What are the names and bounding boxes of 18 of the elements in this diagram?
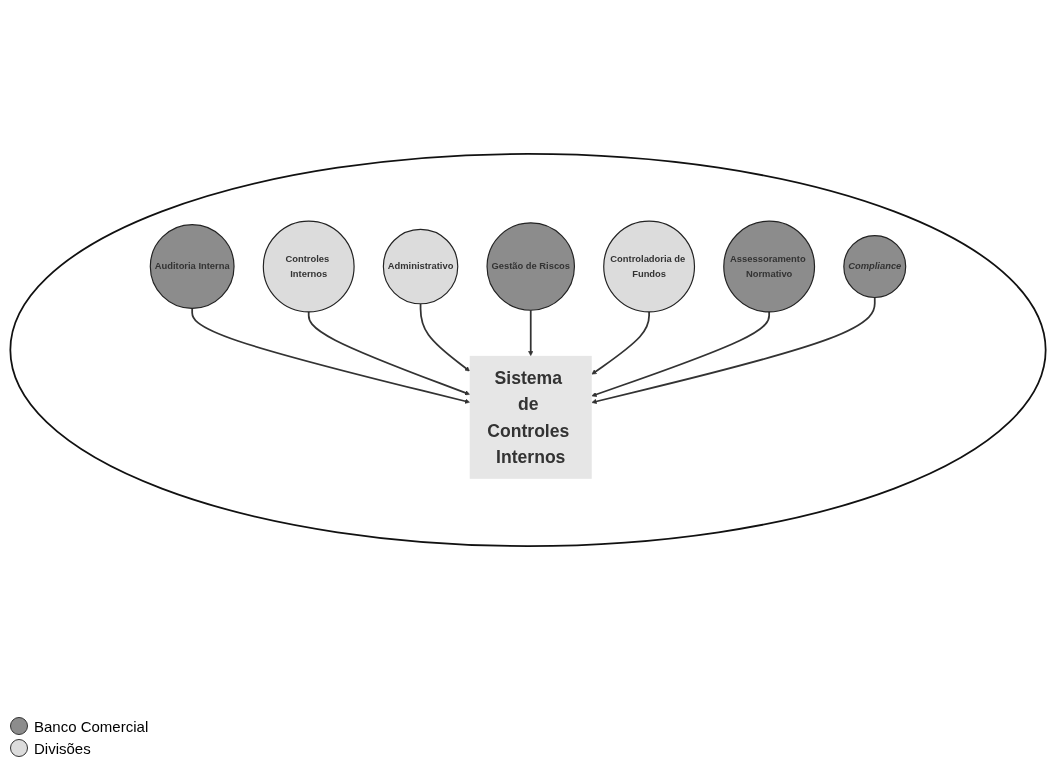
node-box: Sistema de Controles Internos xyxy=(469,355,592,479)
legend-text: Banco Comercial xyxy=(34,717,149,735)
arrow xyxy=(307,311,470,396)
node-circle: Compliance xyxy=(842,235,906,299)
node-circle: Gestão de Riscos xyxy=(485,222,575,311)
arrow xyxy=(527,309,533,357)
node-circle: Assessoramento Normativo xyxy=(722,220,815,313)
node-circle: Controladoria de Fundos xyxy=(602,220,695,313)
cluster xyxy=(8,153,1047,547)
node-circle: Controles Internos xyxy=(262,220,355,313)
arrow xyxy=(591,311,650,375)
arrow xyxy=(591,311,770,397)
arrow xyxy=(190,307,470,404)
node-circle: Auditoria Interna xyxy=(149,224,235,309)
legend-text: Divisões xyxy=(34,739,91,757)
arrow xyxy=(419,302,470,372)
arrow xyxy=(591,296,876,404)
node-circle: Administrativo xyxy=(382,228,458,305)
